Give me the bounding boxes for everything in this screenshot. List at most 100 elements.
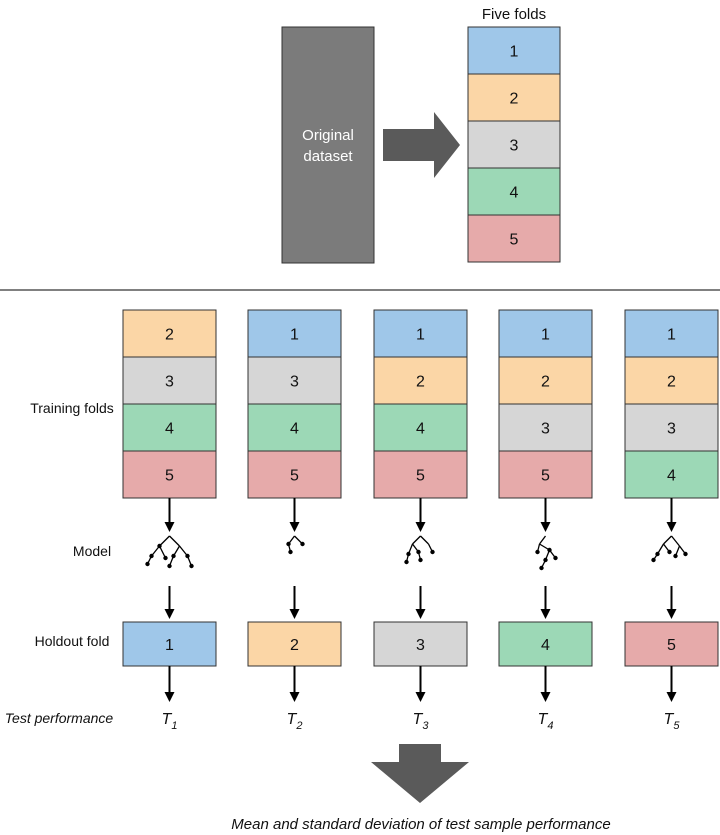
original-dataset-label-line2: dataset xyxy=(303,148,353,165)
training-fold-2: 2 xyxy=(624,356,719,405)
holdout-fold-2: 2 xyxy=(247,621,342,667)
row-label-holdout-fold: Holdout fold xyxy=(35,633,110,649)
training-fold-3: 3 xyxy=(498,403,593,452)
training-fold-4-box xyxy=(373,403,468,452)
holdout-fold-1-number: 1 xyxy=(165,637,174,654)
holdout-fold-4: 4 xyxy=(498,621,593,667)
five-folds-fold-2: 2 xyxy=(467,73,561,122)
training-fold-2-box xyxy=(122,309,217,358)
training-fold-1: 1 xyxy=(247,309,342,358)
model-tree-icon xyxy=(535,535,558,571)
model-tree-icon xyxy=(145,535,194,569)
training-fold-2-box xyxy=(498,356,593,405)
model-tree-icon xyxy=(404,535,435,565)
five-folds-fold-5: 5 xyxy=(467,214,561,263)
training-fold-4: 4 xyxy=(122,403,217,452)
original-dataset-box xyxy=(281,26,375,264)
training-fold-1: 1 xyxy=(498,309,593,358)
training-fold-5: 5 xyxy=(373,450,468,499)
five-folds-fold-2-box xyxy=(467,73,561,122)
model-tree-icon xyxy=(651,535,688,563)
training-fold-1-number: 1 xyxy=(290,327,299,344)
training-fold-1-number: 1 xyxy=(667,327,676,344)
training-fold-3: 3 xyxy=(247,356,342,405)
training-fold-5: 5 xyxy=(247,450,342,499)
five-folds-title: Five folds xyxy=(482,6,546,23)
holdout-fold-5-number: 5 xyxy=(667,637,676,654)
holdout-fold-3: 3 xyxy=(373,621,468,667)
test-performance-value: T5 xyxy=(664,711,681,732)
training-fold-1: 1 xyxy=(373,309,468,358)
training-fold-2-number: 2 xyxy=(416,374,425,391)
split-arrow-icon xyxy=(383,112,460,178)
test-performance-value: T3 xyxy=(413,711,430,732)
five-folds-fold-1-number: 1 xyxy=(510,44,519,61)
training-fold-3-box xyxy=(624,403,719,452)
training-fold-5: 5 xyxy=(498,450,593,499)
holdout-fold-1-box xyxy=(122,621,217,667)
holdout-fold-5: 5 xyxy=(624,621,719,667)
training-fold-3-box xyxy=(498,403,593,452)
training-fold-1-box xyxy=(498,309,593,358)
training-fold-4: 4 xyxy=(624,450,719,499)
training-fold-1-box xyxy=(373,309,468,358)
original-dataset-label-line1: Original xyxy=(302,127,354,144)
training-fold-1-box xyxy=(247,309,342,358)
training-fold-5-number: 5 xyxy=(416,468,425,485)
five-folds-fold-3-box xyxy=(467,120,561,169)
training-fold-2-box xyxy=(624,356,719,405)
five-folds-fold-1-box xyxy=(467,26,561,75)
five-folds-stack: 1 2 3 4 5 xyxy=(467,26,561,263)
training-fold-5-box xyxy=(373,450,468,499)
training-fold-1-number: 1 xyxy=(541,327,550,344)
five-folds-fold-3: 3 xyxy=(467,120,561,169)
training-fold-2: 2 xyxy=(122,309,217,358)
summary-arrow-icon xyxy=(371,744,469,803)
training-fold-2: 2 xyxy=(498,356,593,405)
cv-column-4: 1 2 3 5 4T4 xyxy=(498,309,593,732)
holdout-fold-2-number: 2 xyxy=(290,637,299,654)
training-fold-1: 1 xyxy=(624,309,719,358)
training-fold-4-number: 4 xyxy=(416,421,425,438)
row-label-training-folds: Training folds xyxy=(30,400,114,416)
training-fold-4-number: 4 xyxy=(165,421,174,438)
original-dataset: Original dataset xyxy=(281,26,375,264)
test-performance-value: T1 xyxy=(162,711,178,732)
training-fold-4-number: 4 xyxy=(667,468,676,485)
training-fold-4-box xyxy=(624,450,719,499)
training-fold-4-box xyxy=(122,403,217,452)
training-fold-3-number: 3 xyxy=(541,421,550,438)
training-fold-2-number: 2 xyxy=(165,327,174,344)
test-performance-value: T4 xyxy=(538,711,554,732)
five-folds-fold-4-number: 4 xyxy=(510,185,519,202)
cv-column-3: 1 2 4 5 3T3 xyxy=(373,309,468,732)
footer-summary: Mean and standard deviation of test samp… xyxy=(231,816,610,833)
training-fold-3-number: 3 xyxy=(667,421,676,438)
holdout-fold-2-box xyxy=(247,621,342,667)
row-label-model: Model xyxy=(73,543,111,559)
holdout-fold-4-number: 4 xyxy=(541,637,550,654)
training-fold-4: 4 xyxy=(247,403,342,452)
training-fold-1-number: 1 xyxy=(416,327,425,344)
training-fold-2-box xyxy=(373,356,468,405)
training-fold-5-box xyxy=(122,450,217,499)
five-folds-fold-1: 1 xyxy=(467,26,561,75)
training-fold-3: 3 xyxy=(122,356,217,405)
training-fold-4-number: 4 xyxy=(290,421,299,438)
training-fold-5-number: 5 xyxy=(290,468,299,485)
model-tree-icon xyxy=(286,535,305,555)
training-fold-5: 5 xyxy=(122,450,217,499)
five-folds-fold-3-number: 3 xyxy=(510,138,519,155)
five-folds-fold-5-number: 5 xyxy=(510,232,519,249)
holdout-fold-3-number: 3 xyxy=(416,637,425,654)
cv-column-5: 1 2 3 4 5T5 xyxy=(624,309,719,732)
training-fold-3-number: 3 xyxy=(165,374,174,391)
training-fold-5-number: 5 xyxy=(165,468,174,485)
five-folds-fold-4: 4 xyxy=(467,167,561,216)
holdout-fold-4-box xyxy=(498,621,593,667)
training-fold-1-box xyxy=(624,309,719,358)
training-fold-2-number: 2 xyxy=(541,374,550,391)
